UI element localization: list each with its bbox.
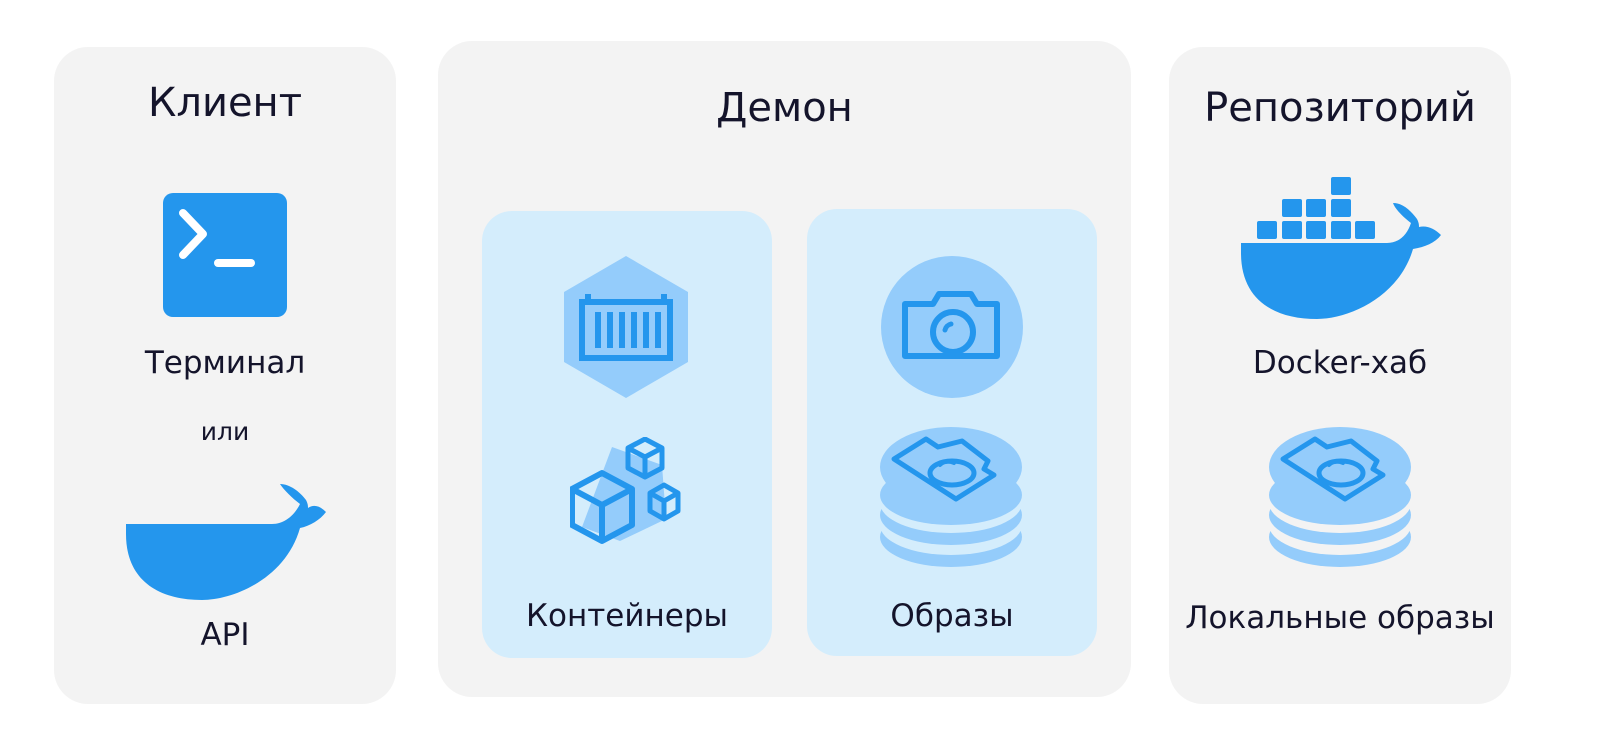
local-images-stack-icon <box>1269 425 1411 569</box>
camera-icon <box>881 256 1023 398</box>
container-icon <box>564 256 688 398</box>
containers-panel: Контейнеры <box>482 211 772 658</box>
daemon-panel: Демон <box>438 41 1131 697</box>
images-panel: Образы <box>807 209 1097 656</box>
images-label: Образы <box>890 598 1014 634</box>
docker-hub-label: Docker-хаб <box>1252 345 1428 381</box>
whale-icon <box>124 482 326 602</box>
api-label: API <box>200 617 250 653</box>
image-stack-icon <box>880 425 1022 569</box>
terminal-icon <box>163 193 287 317</box>
repository-panel: Репозиторий Docker-хаб Ло <box>1169 47 1511 704</box>
daemon-title: Демон <box>716 85 853 131</box>
repository-title: Репозиторий <box>1204 85 1476 131</box>
containers-label: Контейнеры <box>525 598 728 634</box>
client-panel: Клиент Терминал или API <box>54 47 396 704</box>
docker-logo-icon <box>1239 175 1441 321</box>
cubes-icon <box>570 437 682 547</box>
terminal-label: Терминал <box>144 345 306 381</box>
local-images-label: Локальные образы <box>1185 600 1495 636</box>
client-title: Клиент <box>147 80 303 126</box>
or-label: или <box>200 417 250 446</box>
